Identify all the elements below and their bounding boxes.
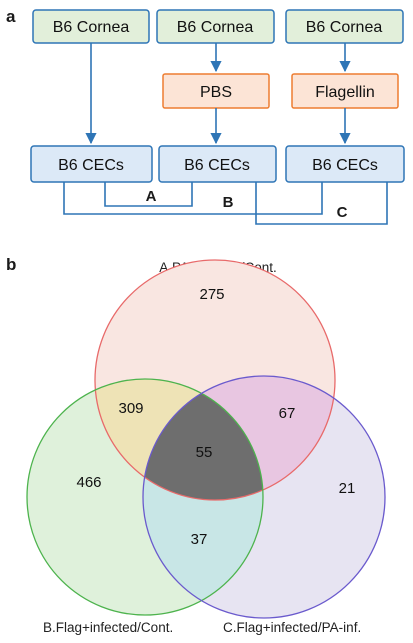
set-b-label: B.Flag+infected/Cont.	[43, 620, 173, 635]
treatment-box-pbs-label: PBS	[200, 84, 232, 101]
connector-a	[104, 182, 193, 207]
cec-box-1	[30, 145, 153, 183]
set-c-label: C.Flag+infected/PA-inf.	[223, 620, 361, 635]
connector-b	[63, 182, 323, 215]
cec-box-3	[285, 145, 405, 183]
panel-a-letter: a	[6, 7, 16, 26]
connector-c	[255, 182, 388, 225]
treatment-box-flagellin-label: Flagellin	[315, 84, 375, 101]
comparison-label-b: B	[223, 194, 234, 211]
cec-box-1-label: B6 CECs	[58, 157, 124, 174]
source-box-3-label: B6 Cornea	[306, 19, 383, 36]
comparison-label-a: A	[146, 188, 157, 205]
cec-box-2	[158, 145, 277, 183]
source-box-2-label: B6 Cornea	[177, 19, 254, 36]
count-ac: 67	[279, 405, 296, 422]
count-abc: 55	[196, 444, 213, 461]
set-b-circle	[26, 378, 264, 616]
panel-b-letter: b	[6, 255, 16, 274]
count-b-only: 466	[76, 474, 101, 491]
count-a-only: 275	[199, 286, 224, 303]
comparison-label-c: C	[337, 204, 348, 221]
count-bc: 37	[191, 531, 208, 548]
count-ab: 309	[118, 400, 143, 417]
source-box-1-label: B6 Cornea	[53, 19, 130, 36]
cec-box-2-label: B6 CECs	[184, 157, 250, 174]
count-c-only: 21	[339, 480, 356, 497]
set-c-circle	[142, 375, 386, 619]
cec-box-3-label: B6 CECs	[312, 157, 378, 174]
set-a-circle	[94, 259, 336, 501]
region-abc-fill	[143, 379, 263, 500]
